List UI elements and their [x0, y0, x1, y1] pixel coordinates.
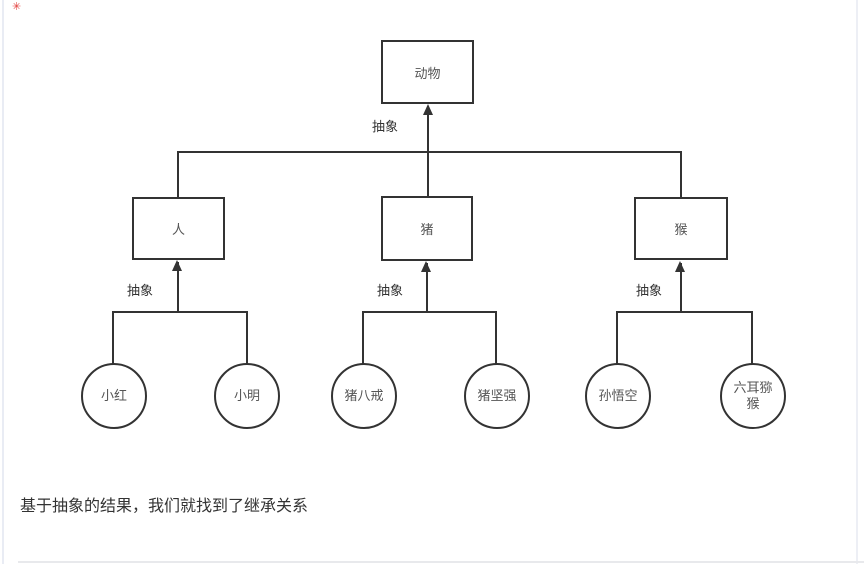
node-animal: 动物 [381, 40, 474, 104]
node-monkey: 猴 [634, 197, 728, 260]
abstract-label: 抽象 [127, 283, 154, 298]
node-zhujianqiang-label: 猪坚强 [477, 387, 517, 403]
connector-line [177, 151, 682, 153]
node-xiaohong: 小红 [81, 363, 147, 429]
node-monkey-label: 猴 [674, 222, 688, 237]
connector-line [680, 263, 682, 312]
node-xiaoming-label: 小明 [233, 387, 260, 403]
connector-line [751, 311, 753, 364]
arrow-up-icon [675, 261, 685, 272]
bottom-divider-line [18, 561, 864, 563]
red-asterisk-icon: ✳ [12, 1, 22, 13]
caption-text: 基于抽象的结果，我们就找到了继承关系 [20, 498, 309, 515]
node-person: 人 [132, 197, 225, 260]
node-zhubajie-label: 猪八戒 [344, 387, 384, 403]
node-zhujianqiang: 猪坚强 [464, 363, 530, 429]
arrow-up-icon [172, 260, 182, 271]
node-animal-label: 动物 [414, 65, 441, 81]
abstract-label: 抽象 [636, 283, 663, 298]
connector-line [112, 311, 114, 364]
node-xiaohong-label: 小红 [100, 387, 127, 403]
node-liuermihou: 六耳猕猴 [720, 363, 786, 429]
connector-line [246, 311, 248, 364]
right-border-line [856, 0, 858, 564]
connector-line [362, 311, 364, 364]
connector-line [495, 311, 497, 364]
abstract-label: 抽象 [372, 119, 399, 134]
connector-line [680, 151, 682, 198]
connector-line [616, 311, 753, 313]
node-sunwukong: 孙悟空 [585, 363, 651, 429]
left-border-line [2, 0, 4, 564]
node-pig-label: 猪 [420, 222, 434, 237]
node-xiaoming: 小明 [214, 363, 280, 429]
node-pig: 猪 [381, 196, 473, 261]
node-liuermihou-label: 六耳猕猴 [733, 379, 773, 411]
node-zhubajie: 猪八戒 [331, 363, 397, 429]
connector-line [616, 311, 618, 364]
arrow-up-icon [421, 261, 431, 272]
connector-line [177, 262, 179, 312]
connector-line [426, 263, 428, 312]
connector-line [362, 311, 497, 313]
node-sunwukong-label: 孙悟空 [598, 387, 638, 403]
abstract-label: 抽象 [377, 283, 404, 298]
node-person-label: 人 [171, 222, 185, 237]
connector-line [177, 151, 179, 198]
arrow-up-icon [423, 104, 433, 115]
connector-line [112, 311, 248, 313]
